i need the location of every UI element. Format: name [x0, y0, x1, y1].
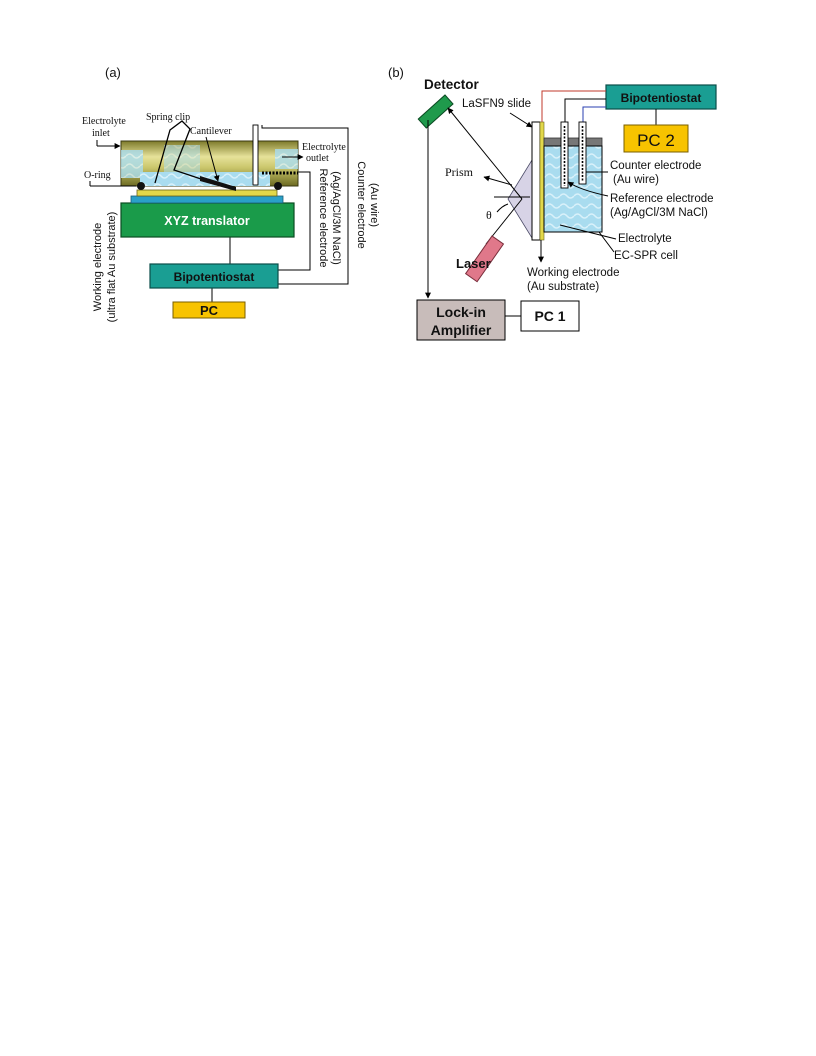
cantilever-pointer: [205, 136, 220, 182]
black-wire: [564, 98, 606, 122]
reflected-beam: [447, 107, 523, 200]
pc-label: PC: [200, 303, 219, 318]
reference-electrode-label-2: (Ag/AgCl/3M NaCl): [330, 171, 342, 265]
o-ring-right: [274, 182, 282, 190]
prism: [507, 158, 533, 240]
prism-pointer: [483, 175, 513, 186]
xyz-translator-label: XYZ translator: [164, 214, 250, 228]
ec-spr-cell: [543, 145, 603, 233]
o-ring-label: O-ring: [84, 170, 111, 181]
lock-in-amplifier-box: [416, 299, 506, 341]
red-wire: [541, 90, 606, 122]
counter-electrode-label-b-1: Counter electrode: [610, 160, 701, 172]
lock-in-label-2: Amplifier: [431, 322, 492, 338]
counter-electrode-label-1: Counter electrode: [355, 161, 367, 248]
counter-electrode-label-b-2: (Au wire): [613, 174, 659, 186]
laser-label: Laser: [456, 256, 491, 271]
blue-wire: [582, 106, 606, 122]
detector-label: Detector: [424, 77, 480, 92]
pc-box: [172, 301, 246, 319]
pc1-label: PC 1: [534, 308, 565, 324]
pc2-box: [623, 124, 689, 153]
xyz-translator-box: [120, 202, 295, 238]
prism-label: Prism: [445, 165, 474, 179]
au-substrate: [136, 189, 278, 197]
working-electrode-label-2: (ultra flat Au substrate): [106, 212, 118, 323]
panel-b: (b) Detector LaSFN9 slide Bipotentiostat…: [388, 65, 717, 341]
reference-electrode-label-b-1: Reference electrode: [610, 193, 714, 205]
spring-clip-label: Spring clip: [146, 112, 190, 123]
pc2-label: PC 2: [637, 131, 675, 150]
electrolyte-inlet-label-2: inlet: [92, 128, 110, 139]
inlet-channel: [121, 150, 143, 178]
reference-electrode-wire: [278, 171, 311, 271]
ec-spr-cell-label: EC-SPR cell: [614, 250, 678, 262]
electrolyte-outlet-label-2: outlet: [306, 153, 329, 164]
lasfn9-slide-label: LaSFN9 slide: [462, 98, 531, 110]
lock-in-label-1: Lock-in: [436, 304, 486, 320]
laser-box: [464, 235, 505, 283]
detector-box: [417, 94, 454, 129]
cantilever-label: Cantilever: [190, 126, 232, 137]
working-electrode-label-b-2: (Au substrate): [527, 281, 599, 293]
cell-lid: [543, 137, 603, 147]
cantilever: [200, 176, 236, 191]
substrate-base: [130, 195, 284, 204]
outlet-channel: [275, 149, 298, 169]
theta-label: θ: [486, 208, 492, 222]
panel-a: (a) XYZ translator Electrolyte inlet: [82, 65, 380, 322]
counter-electrode-wire: [261, 125, 349, 285]
reference-electrode-pointer: [567, 181, 609, 197]
reference-electrode-label-1: Reference electrode: [317, 168, 329, 267]
counter-electrode-rod-b: [578, 121, 587, 185]
lasfn9-pointer: [509, 112, 533, 128]
electrolyte-inlet-label-1: Electrolyte: [82, 116, 126, 127]
bipotentiostat-box-b: [605, 84, 717, 110]
bipotentiostat-label-b: Bipotentiostat: [621, 91, 702, 105]
electrolyte-pointer: [559, 224, 617, 240]
bipotentiostat-box-a: [149, 263, 279, 289]
lasfn9-slide: [531, 121, 541, 241]
electrolyte-label: Electrolyte: [618, 233, 672, 245]
pc1-box: [520, 300, 580, 332]
working-electrode-label-b-1: Working electrode: [527, 267, 619, 279]
o-ring-left: [137, 182, 145, 190]
ec-spr-cell-pointer: [598, 231, 615, 253]
counter-electrode-rod: [252, 124, 259, 186]
working-electrode-label-1: Working electrode: [92, 223, 104, 311]
bipotentiostat-label-a: Bipotentiostat: [174, 270, 255, 284]
panel-b-label: (b): [388, 65, 404, 80]
spring-clip: [154, 120, 211, 184]
panel-a-label: (a): [105, 65, 121, 80]
reference-electrode-label-b-2: (Ag/AgCl/3M NaCl): [610, 207, 708, 219]
au-substrate-b: [539, 121, 545, 241]
electrolyte-outlet-label-1: Electrolyte: [302, 142, 346, 153]
theta-arc: [496, 203, 509, 213]
counter-electrode-label-2: (Au wire): [368, 183, 380, 227]
